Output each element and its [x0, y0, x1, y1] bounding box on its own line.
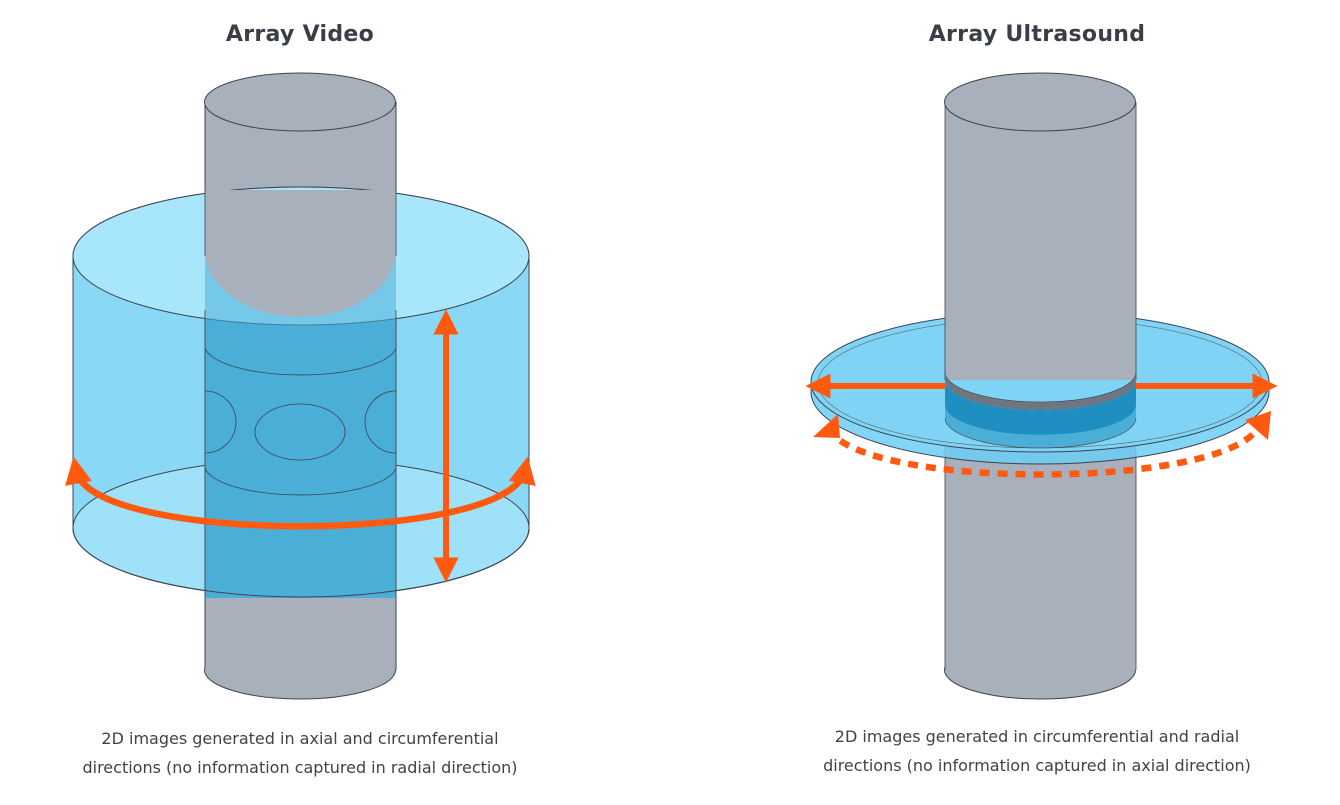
array-ultrasound-caption: 2D images generated in circumferential a…	[777, 722, 1297, 780]
array-video-caption: 2D images generated in axial and circumf…	[40, 724, 560, 782]
array-ultrasound-title: Array Ultrasound	[928, 22, 1146, 47]
dashed-arrowhead-left	[813, 414, 840, 438]
corrosion-pit-right	[364, 390, 397, 454]
array-ultrasound-diagram	[805, 72, 1278, 700]
corrosion-pit-left	[204, 390, 237, 454]
caption-line: 2D images generated in axial and circumf…	[101, 729, 499, 748]
array-video-diagram	[65, 72, 536, 700]
circumferential-arrow-right	[825, 426, 1261, 478]
pipe-top-left	[204, 72, 396, 132]
caption-line: directions (no information captured in r…	[82, 758, 518, 777]
caption-line: directions (no information captured in a…	[823, 756, 1251, 775]
pipe-body-right-upper	[945, 102, 1136, 380]
pipe-top-right	[944, 72, 1136, 132]
scanned-band	[945, 380, 1136, 436]
caption-line: 2D images generated in circumferential a…	[834, 727, 1240, 746]
dashed-arrowhead-right	[1245, 411, 1271, 440]
array-video-title: Array Video	[225, 22, 375, 47]
circumferential-arrow-left	[65, 456, 536, 530]
